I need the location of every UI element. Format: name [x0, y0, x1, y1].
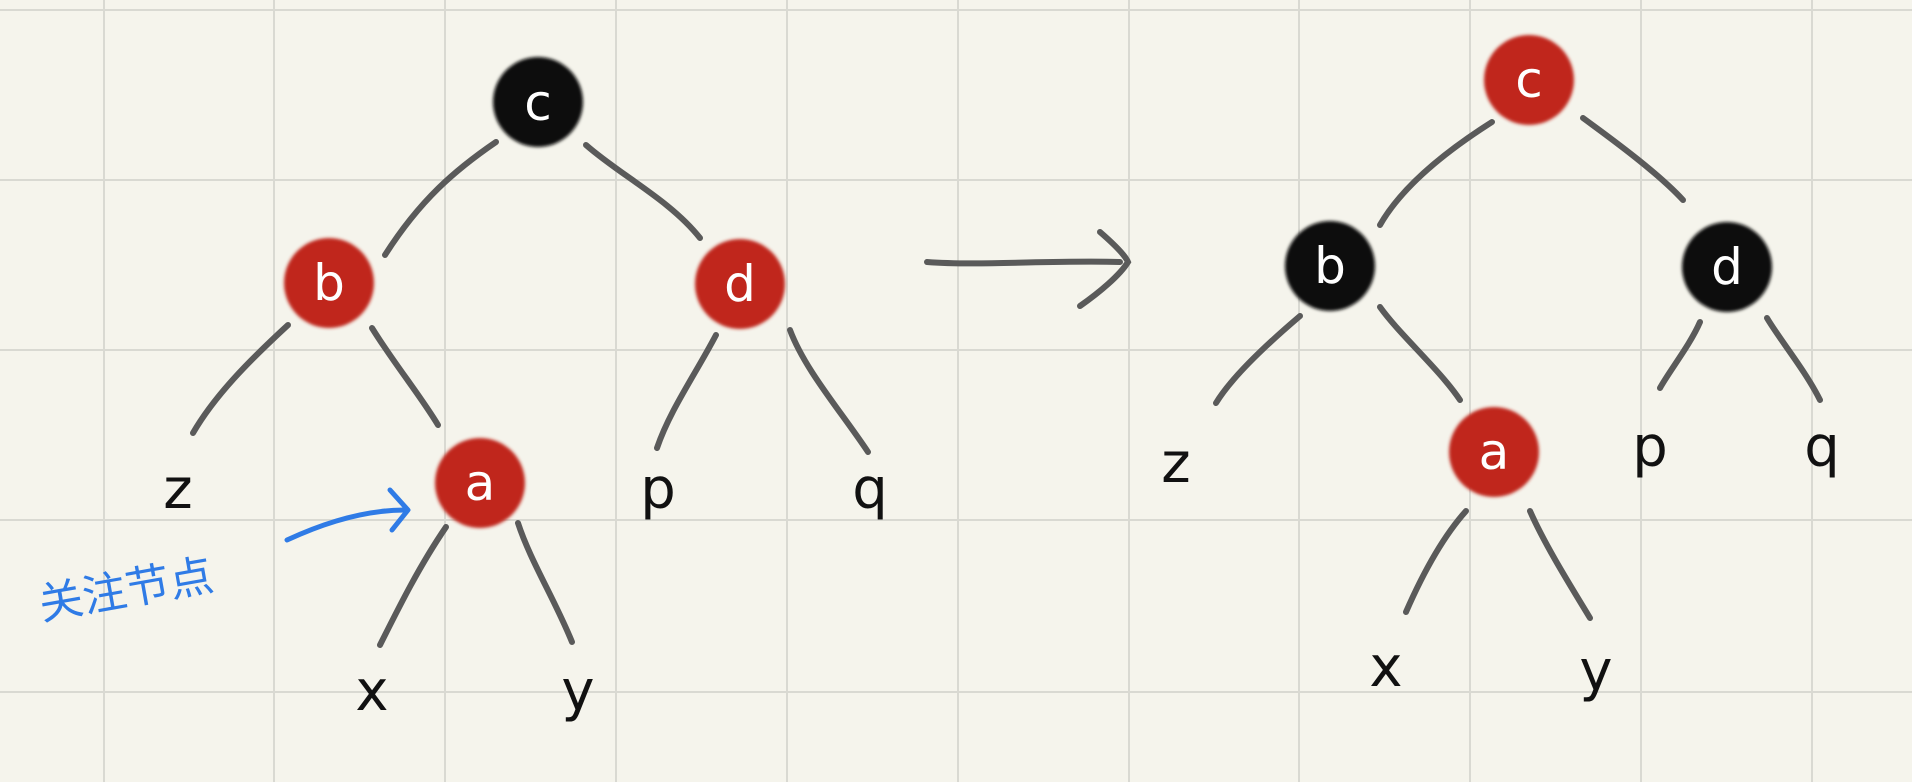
annotation-arrow: [284, 507, 408, 543]
left-node-b: b: [284, 238, 374, 328]
edge-b-a: [1377, 304, 1463, 403]
right-node-b-label: b: [1314, 237, 1346, 295]
edge-d-q: [1764, 315, 1823, 403]
right-node-c: c: [1484, 35, 1574, 125]
left-leaf-y: y: [561, 659, 594, 724]
left-leaf-z: z: [163, 457, 192, 522]
left-node-d-label: d: [724, 255, 756, 313]
right-leaf-x: x: [1369, 635, 1402, 700]
edge-b-z: [190, 322, 291, 436]
left-node-a: a: [435, 438, 525, 528]
edge-c-b: [382, 139, 499, 258]
edge-a-y: [515, 520, 575, 645]
left-tree-edges: [190, 139, 871, 648]
right-node-d-label: d: [1711, 238, 1743, 296]
left-tree: c b d a z p q x y 关注节点: [35, 57, 888, 724]
edge-d-p: [654, 332, 719, 451]
left-node-c-label: c: [524, 74, 552, 132]
right-leaf-z: z: [1161, 431, 1190, 496]
edge-c-b: [1377, 119, 1495, 228]
edge-c-d: [583, 142, 703, 241]
edge-c-d: [1580, 115, 1686, 203]
edge-a-x: [377, 524, 449, 648]
left-node-a-label: a: [465, 454, 496, 512]
annotation-text: 关注节点: [35, 550, 217, 631]
edge-d-p: [1657, 319, 1703, 391]
left-leaf-q: q: [852, 457, 888, 522]
edge-a-x: [1403, 508, 1469, 615]
right-leaf-y: y: [1579, 639, 1612, 704]
right-node-d: d: [1682, 222, 1772, 312]
edge-b-z: [1213, 313, 1303, 406]
right-node-b: b: [1285, 221, 1375, 311]
right-leaf-q: q: [1804, 415, 1840, 480]
right-leaf-p: p: [1632, 415, 1668, 480]
left-leaf-x: x: [355, 659, 388, 724]
focus-node-annotation: 关注节点: [35, 487, 411, 631]
transform-arrow: [924, 229, 1132, 309]
left-node-d: d: [695, 239, 785, 329]
right-node-a: a: [1449, 407, 1539, 497]
right-tree: c b d a z p q x y: [1161, 35, 1840, 704]
right-node-c-label: c: [1515, 51, 1543, 109]
left-node-c: c: [493, 57, 583, 147]
left-leaf-p: p: [640, 457, 676, 522]
right-tree-edges: [1213, 115, 1823, 621]
edge-b-a: [369, 325, 441, 428]
annotation-arrow-head: [387, 487, 411, 533]
right-node-a-label: a: [1479, 423, 1510, 481]
edge-a-y: [1527, 508, 1593, 621]
left-node-b-label: b: [313, 254, 345, 312]
edge-d-q: [787, 327, 871, 455]
